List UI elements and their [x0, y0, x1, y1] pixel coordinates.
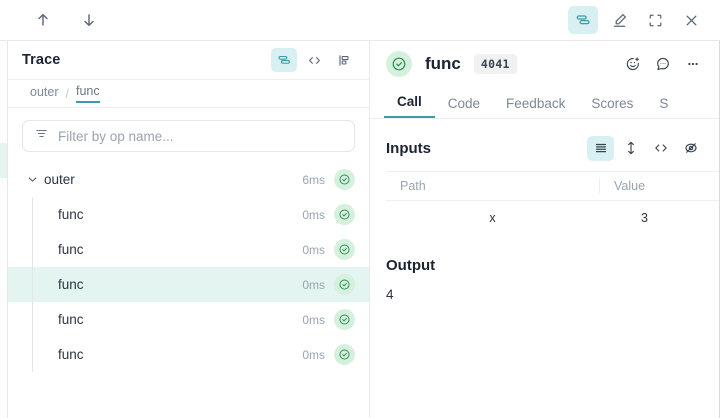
chevron-down-icon[interactable] — [22, 173, 42, 186]
highlighter-pen-icon[interactable] — [604, 6, 634, 34]
trace-row-label: func — [58, 312, 84, 327]
call-detail-panel: func 4041 Call Code Feedback — [370, 41, 720, 418]
trace-panel: Trace outer / func — [8, 41, 370, 418]
trace-row-duration: 0ms — [302, 277, 325, 292]
column-header-path: Path — [400, 179, 426, 193]
trace-tree: outer 6ms func 0ms — [8, 162, 369, 418]
tree-indent-guide — [32, 267, 33, 302]
trace-row-duration: 6ms — [302, 172, 325, 187]
trace-panel-title: Trace — [22, 52, 61, 68]
status-success-icon — [334, 239, 355, 260]
status-success-icon — [334, 169, 355, 190]
breadcrumb-separator: / — [65, 86, 69, 101]
call-detail-header: func 4041 — [370, 41, 720, 86]
tab-call[interactable]: Call — [384, 94, 435, 118]
tree-indent-guide — [32, 302, 33, 337]
trace-row-func-3-selected[interactable]: func 0ms — [8, 267, 369, 302]
expand-rows-icon[interactable] — [617, 136, 644, 161]
tree-indent-guide — [32, 197, 33, 232]
flamegraph-icon[interactable] — [331, 48, 357, 72]
inputs-table: Path Value x 3 — [386, 171, 720, 235]
close-icon[interactable] — [676, 6, 706, 34]
breadcrumb-current[interactable]: func — [75, 84, 100, 103]
inputs-title: Inputs — [386, 139, 431, 157]
code-icon[interactable] — [647, 136, 674, 161]
trace-row-label: func — [58, 347, 84, 362]
filter-input[interactable] — [58, 128, 343, 144]
call-header-actions — [619, 51, 706, 77]
tab-scores[interactable]: Scores — [591, 96, 634, 111]
nav-down-button[interactable] — [74, 6, 104, 34]
trace-row-func-5[interactable]: func 0ms — [8, 337, 369, 372]
left-edge-strip — [0, 41, 8, 418]
status-success-icon — [386, 50, 412, 77]
filter-box[interactable] — [22, 120, 355, 152]
top-toolbar-actions — [568, 6, 720, 34]
trace-row-label: func — [58, 277, 84, 292]
trace-row-label: func — [58, 242, 84, 257]
stacked-layers-icon[interactable] — [271, 48, 297, 72]
trace-row-duration: 0ms — [302, 242, 325, 257]
trace-row-duration: 0ms — [302, 207, 325, 222]
code-icon[interactable] — [301, 48, 327, 72]
status-success-icon — [334, 309, 355, 330]
filter-container — [8, 108, 369, 162]
column-header-value: Value — [599, 179, 720, 193]
inputs-section: Inputs — [370, 119, 720, 235]
tab-code[interactable]: Code — [447, 96, 481, 111]
comment-icon[interactable] — [649, 51, 676, 77]
trace-row-label: outer — [44, 172, 75, 187]
hide-icon[interactable] — [677, 136, 704, 161]
top-toolbar-nav — [0, 6, 104, 34]
trace-row-func-1[interactable]: func 0ms — [8, 197, 369, 232]
main-body: Trace outer / func — [0, 41, 720, 418]
nav-up-button[interactable] — [28, 6, 58, 34]
trace-row-func-2[interactable]: func 0ms — [8, 232, 369, 267]
breadcrumb-root[interactable]: outer — [30, 85, 59, 99]
input-value-cell: 3 — [641, 211, 648, 225]
breadcrumb: outer / func — [8, 80, 369, 108]
tab-feedback[interactable]: Feedback — [506, 96, 566, 111]
trace-row-func-4[interactable]: func 0ms — [8, 302, 369, 337]
status-success-icon — [334, 274, 355, 295]
inputs-view-toggles — [587, 135, 704, 161]
input-path-cell: x — [489, 211, 496, 225]
status-success-icon — [334, 204, 355, 225]
call-title: func — [425, 53, 461, 73]
selected-row-tint — [0, 143, 7, 178]
status-success-icon — [334, 344, 355, 365]
top-toolbar — [0, 0, 720, 41]
output-title: Output — [386, 257, 436, 274]
list-view-icon[interactable] — [587, 135, 614, 161]
tab-summary-clipped[interactable]: S — [659, 96, 669, 111]
trace-panel-header: Trace — [8, 41, 369, 80]
tree-indent-guide — [32, 337, 33, 372]
stacked-layers-icon[interactable] — [568, 6, 598, 34]
trace-row-label: func — [58, 207, 84, 222]
tree-indent-guide — [32, 232, 33, 267]
inputs-header: Inputs — [386, 135, 704, 161]
filter-icon — [34, 126, 49, 146]
trace-row-outer[interactable]: outer 6ms — [8, 162, 369, 197]
table-row[interactable]: x 3 — [386, 201, 720, 235]
call-detail-tabs: Call Code Feedback Scores S — [370, 86, 720, 119]
trace-row-duration: 0ms — [302, 312, 325, 327]
trace-panel-view-toggles — [271, 48, 357, 72]
call-id-badge[interactable]: 4041 — [473, 53, 517, 74]
more-options-icon[interactable] — [679, 51, 706, 77]
fullscreen-icon[interactable] — [640, 6, 670, 34]
output-value: 4 — [386, 287, 394, 302]
trace-row-duration: 0ms — [302, 347, 325, 362]
output-section: Output 4 — [370, 235, 720, 302]
inputs-table-header: Path Value — [386, 171, 720, 201]
add-reaction-icon[interactable] — [619, 51, 646, 77]
